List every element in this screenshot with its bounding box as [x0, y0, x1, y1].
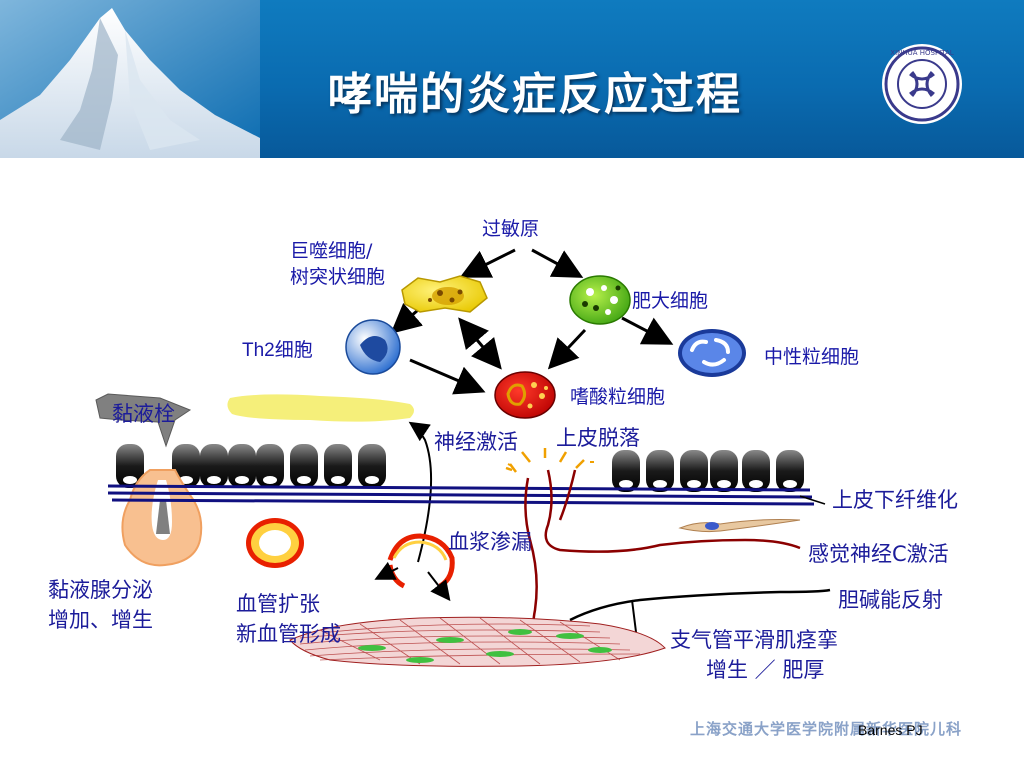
label-eosinophil: 嗜酸粒细胞	[570, 386, 666, 408]
label-plasma-leakage: 血浆渗漏	[448, 530, 532, 554]
label-allergen: 过敏原	[482, 218, 540, 240]
cholinergic-nerve	[569, 588, 831, 622]
hospital-seal-icon: XINHUA HOSPITAL	[882, 44, 962, 124]
arrow-plasma-mucus	[408, 421, 433, 563]
label-th2: Th2细胞	[242, 340, 313, 361]
arrow-mast-neutrophil	[621, 316, 674, 345]
fibroblast-cell	[678, 519, 801, 533]
mast-cell	[569, 275, 631, 325]
epithelium-right	[612, 450, 804, 492]
label-mast-cell: 肥大细胞	[632, 290, 709, 312]
shedding-burst	[505, 448, 585, 473]
label-cholinergic-reflex: 胆碱能反射	[838, 588, 943, 612]
label-smooth-muscle-line1: 支气管平滑肌痉挛	[670, 628, 838, 652]
arrow-allergen-mast	[531, 248, 584, 278]
label-subepithelial-fibrosis: 上皮下纤维化	[832, 488, 958, 512]
label-mucus-gland-line1: 黏液腺分泌	[48, 578, 153, 602]
label-vasodilation-line1: 血管扩张	[236, 592, 320, 616]
blood-vessel-ring	[246, 518, 304, 568]
arrow-macrophage-eosinophil	[458, 317, 502, 370]
label-macrophage-line2: 树突状细胞	[290, 266, 386, 288]
fibrosis-pointer	[799, 495, 826, 505]
label-neutrophil: 中性粒细胞	[764, 346, 860, 368]
inflammation-diagram	[95, 248, 831, 667]
label-epithelial-shedding: 上皮脱落	[556, 426, 640, 450]
basement-membrane	[107, 484, 815, 506]
mucus-plug-shape	[95, 393, 192, 448]
arrow-macrophage-th2	[390, 302, 423, 334]
epithelium-left	[116, 444, 386, 488]
mountain-image	[0, 0, 260, 158]
arrow-allergen-macrophage	[459, 248, 516, 278]
label-sensory-nerve: 感觉神经C激活	[808, 542, 949, 566]
header-band: 哮喘的炎症反应过程 XINHUA HOSPITAL	[0, 0, 1024, 158]
logo-text: XINHUA HOSPITAL	[890, 49, 954, 57]
arrow-mast-eosinophil	[547, 328, 587, 370]
macrophage-cell	[401, 275, 488, 313]
footer-institution: 上海交通大学医学院附属新华医院儿科	[690, 720, 963, 738]
eosinophil-cell	[494, 371, 556, 419]
mucus-layer	[227, 394, 414, 422]
label-mucus-plug: 黏液栓	[112, 402, 175, 426]
orange-dash-left	[507, 463, 513, 467]
leaking-vessel	[374, 533, 455, 602]
th2-cell	[345, 319, 401, 375]
label-vasodilation-line2: 新血管形成	[236, 622, 341, 646]
smooth-muscle	[289, 616, 666, 667]
page-title: 哮喘的炎症反应过程	[328, 69, 742, 120]
label-macrophage-line1: 巨噬细胞/	[290, 240, 373, 262]
footer-credit: Barnes PJ	[858, 722, 923, 738]
label-nerve-activation: 神经激活	[434, 430, 518, 454]
label-smooth-muscle-line2: 增生 ／ 肥厚	[706, 658, 825, 682]
neutrophil-cell	[678, 329, 746, 377]
arrow-th2-eosinophil	[409, 358, 486, 395]
cholinergic-branch	[631, 599, 637, 633]
label-mucus-gland-line2: 增加、增生	[48, 608, 153, 632]
